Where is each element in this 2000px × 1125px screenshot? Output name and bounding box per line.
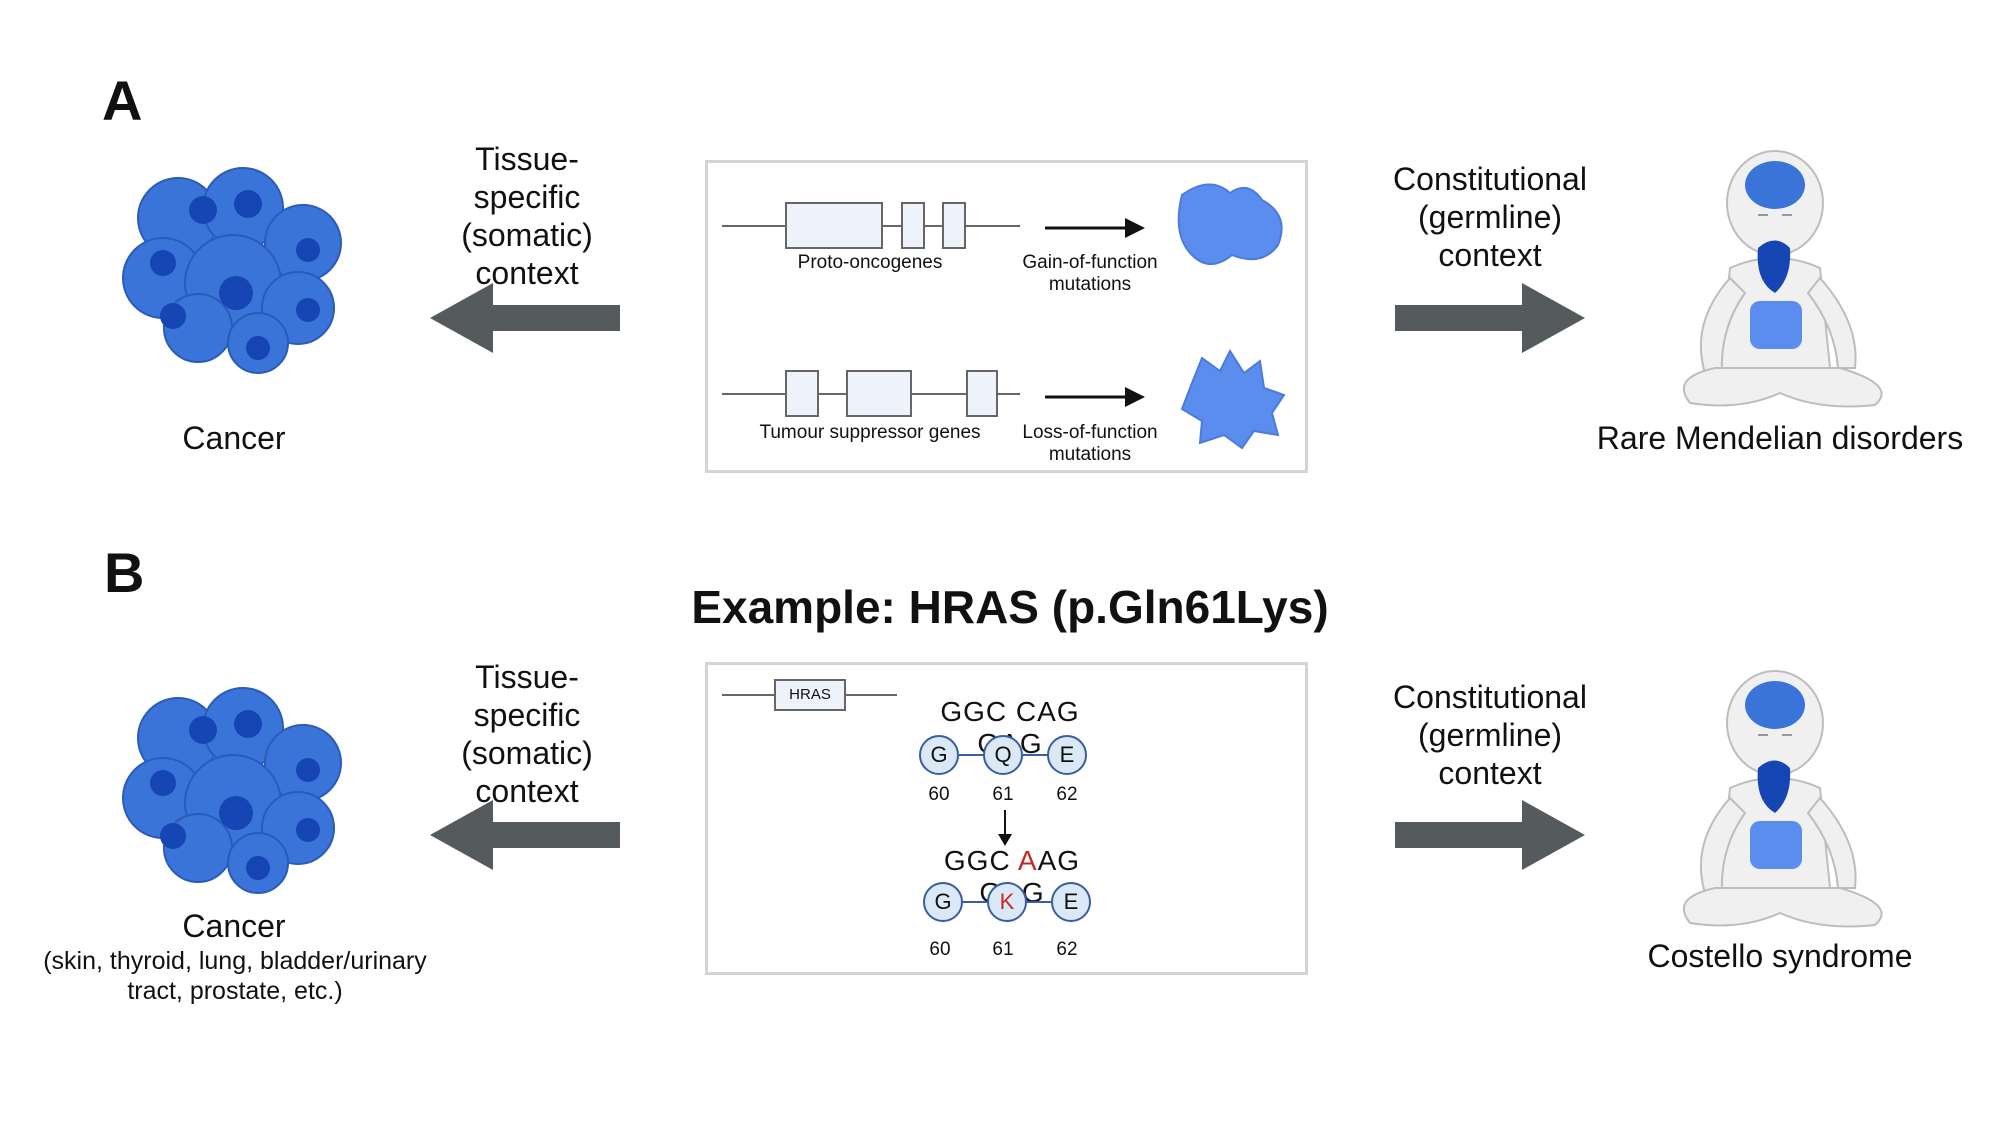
pos-wt-61: 61 <box>992 784 1014 805</box>
proto-oncogenes-label: Proto-oncogenes <box>797 252 943 273</box>
pos-mut-61: 61 <box>992 939 1014 960</box>
aa-wt-1: G <box>930 742 948 767</box>
panel-b-box <box>705 662 1308 975</box>
panel-a-left-context: Tissue- specific (somatic) context <box>461 141 593 291</box>
pos-mut-60: 60 <box>929 939 951 960</box>
panel-b-left-sublabel: (skin, thyroid, lung, bladder/urinary tr… <box>43 947 427 1005</box>
panel-b-left-label: Cancer <box>182 908 286 944</box>
tumour-suppressor-label: Tumour suppressor genes <box>759 422 981 443</box>
hras-gene-label: HRAS <box>789 686 831 703</box>
tumour-suppressor-diagram <box>722 370 1020 417</box>
pos-wt-62: 62 <box>1056 784 1078 805</box>
panel-a-left-label: Cancer <box>182 420 286 456</box>
pos-wt-60: 60 <box>928 784 950 805</box>
panel-b-letter: B <box>104 541 145 604</box>
proto-oncogene-diagram <box>722 202 1020 249</box>
gof-mutations-label: Gain-of-function mutations <box>1022 252 1158 295</box>
panel-a-right-context: Constitutional (germline) context <box>1393 161 1587 273</box>
cancer-cells-icon-b <box>122 687 342 894</box>
right-arrow-gof <box>1045 218 1145 238</box>
example-title: Example: HRAS (p.Gln61Lys) <box>691 581 1329 633</box>
baby-figure-icon <box>1682 150 1883 408</box>
baby-figure-icon-b <box>1682 670 1883 928</box>
aa-mut-3: E <box>1063 889 1079 914</box>
left-arrow-b <box>430 800 620 870</box>
protein-gof-icon <box>1177 183 1283 265</box>
aa-wt-2: Q <box>994 742 1012 767</box>
pos-mut-62: 62 <box>1056 939 1078 960</box>
right-arrow-lof <box>1045 387 1145 407</box>
protein-lof-icon <box>1180 348 1286 450</box>
mutation-down-arrow <box>998 810 1012 846</box>
panel-a-right-label: Rare Mendelian disorders <box>1596 420 1964 456</box>
panel-b-left-context: Tissue- specific (somatic) context <box>461 659 593 809</box>
aa-chain-mutant <box>923 882 1091 922</box>
hras-gene-diagram <box>722 679 897 711</box>
right-arrow-b <box>1395 800 1585 870</box>
left-arrow-a <box>430 283 620 353</box>
aa-chain-wild-type <box>919 735 1087 775</box>
panel-b-right-label: Costello syndrome <box>1647 938 1913 974</box>
mutated-base: A <box>1017 845 1038 876</box>
cancer-cells-icon <box>122 167 342 374</box>
panel-a-letter: A <box>102 69 143 132</box>
panel-b-right-context: Constitutional (germline) context <box>1393 679 1587 791</box>
aa-wt-3: E <box>1059 742 1075 767</box>
lof-mutations-label: Loss-of-function mutations <box>1022 422 1158 465</box>
aa-mut-2: K <box>999 889 1015 914</box>
aa-mut-1: G <box>934 889 952 914</box>
right-arrow-a <box>1395 283 1585 353</box>
